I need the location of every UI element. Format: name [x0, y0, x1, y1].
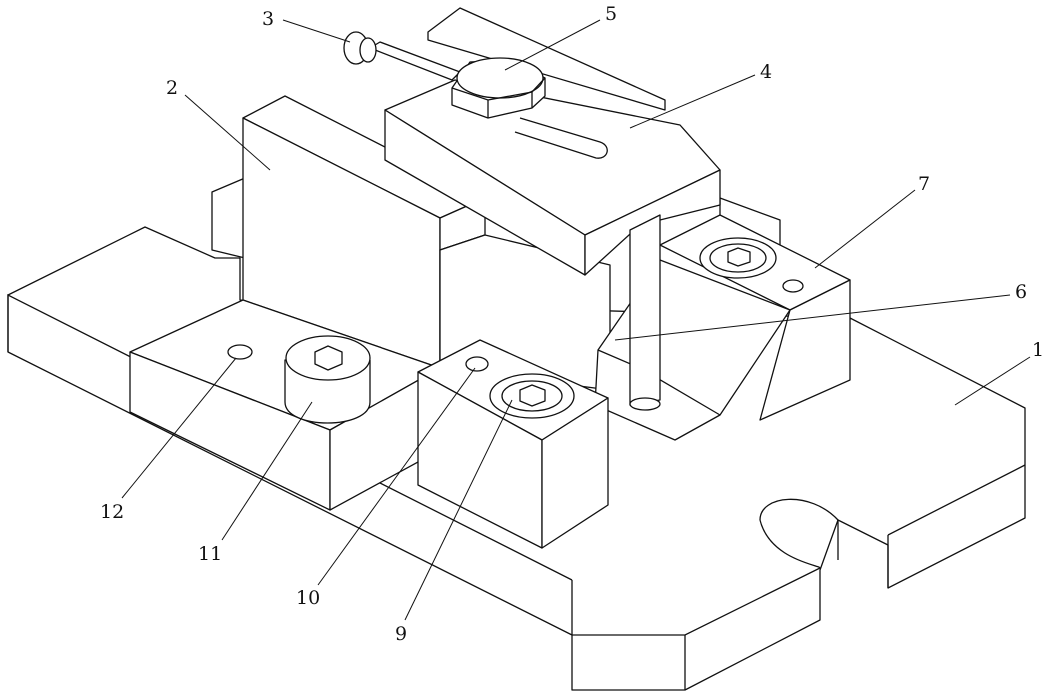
label-7: 7 [918, 173, 930, 195]
label-1: 1 [1032, 339, 1044, 361]
label-10: 10 [296, 587, 320, 609]
label-3: 3 [262, 8, 274, 30]
label-11: 11 [198, 543, 222, 565]
label-4: 4 [760, 61, 772, 83]
locating-pin [630, 215, 660, 410]
label-5: 5 [605, 3, 617, 25]
label-12: 12 [100, 501, 124, 523]
label-9: 9 [395, 623, 407, 645]
label-2: 2 [166, 77, 178, 99]
label-6: 6 [1015, 281, 1027, 303]
